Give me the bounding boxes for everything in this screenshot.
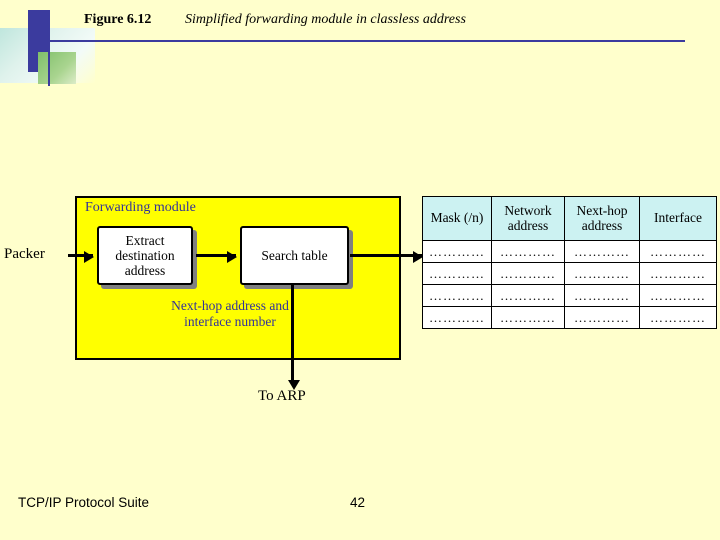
table-cell: …………	[491, 262, 565, 285]
table-cell: …………	[564, 284, 640, 307]
arrow-packet-to-extract-icon	[68, 251, 94, 263]
to-arp-label: To ARP	[258, 388, 306, 404]
header-rule	[50, 40, 685, 42]
table-row: ………… ………… ………… …………	[422, 240, 717, 263]
forwarding-module-label: Forwarding module	[85, 200, 196, 215]
table-cell: …………	[491, 306, 565, 329]
arrow-extract-to-search-icon	[196, 251, 237, 263]
routing-table: Mask (/n) Network address Next-hop addre…	[422, 196, 717, 329]
footer-page-number: 42	[350, 495, 366, 510]
table-row: ………… ………… ………… …………	[422, 262, 717, 285]
table-cell: …………	[639, 306, 717, 329]
table-cell: …………	[422, 262, 492, 285]
table-cell: …………	[422, 284, 492, 307]
figure-title: Simplified forwarding module in classles…	[185, 12, 466, 27]
table-cell: …………	[422, 240, 492, 263]
table-header-row: Mask (/n) Network address Next-hop addre…	[422, 196, 717, 241]
table-cell: …………	[564, 240, 640, 263]
table-row: ………… ………… ………… …………	[422, 306, 717, 329]
arrow-search-to-table-icon	[350, 251, 423, 263]
arrow-to-arp-icon	[288, 284, 300, 390]
header-green-block	[38, 52, 76, 84]
extract-destination-address-box: Extract destination address	[97, 226, 193, 285]
table-cell: …………	[564, 306, 640, 329]
next-hop-address-label: Next-hop address and interface number	[171, 298, 289, 329]
table-cell: …………	[422, 306, 492, 329]
table-cell: …………	[564, 262, 640, 285]
header-vertical-line	[48, 12, 50, 86]
table-row: ………… ………… ………… …………	[422, 284, 717, 307]
table-header-mask: Mask (/n)	[422, 196, 492, 241]
footer-title: TCP/IP Protocol Suite	[18, 495, 150, 510]
figure-label: Figure 6.12	[84, 12, 152, 27]
table-header-interface: Interface	[639, 196, 717, 241]
table-cell: …………	[491, 240, 565, 263]
search-table-box: Search table	[240, 226, 349, 285]
table-header-next-hop-address: Next-hop address	[564, 196, 640, 241]
packet-label: Packer	[4, 246, 45, 262]
table-cell: …………	[491, 284, 565, 307]
table-cell: …………	[639, 240, 717, 263]
table-header-network-address: Network address	[491, 196, 565, 241]
table-cell: …………	[639, 284, 717, 307]
table-cell: …………	[639, 262, 717, 285]
